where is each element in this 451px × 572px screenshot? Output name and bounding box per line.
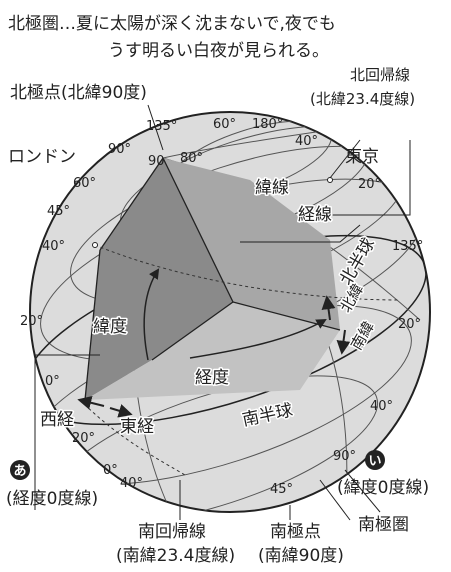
south-pole-label: 南極点 xyxy=(270,522,321,542)
prime-meridian-label: (経度0度線) xyxy=(6,489,98,509)
deg-40-right-2: 40° xyxy=(370,399,393,414)
deg-80: 80° xyxy=(180,151,203,166)
deg-90-left: 90° xyxy=(108,142,131,157)
antarctic-circle-label: 南極圏 xyxy=(358,515,409,535)
tropic-cancer-label: 北回帰線 xyxy=(350,66,410,84)
section-equator-face xyxy=(85,302,340,400)
marker-a: あ xyxy=(13,464,26,479)
marker-a-badge xyxy=(10,460,30,480)
west-long-label: 西経 xyxy=(40,410,74,430)
east-arrow xyxy=(109,404,133,418)
header-line-2: うす明るい白夜が見られる。 xyxy=(108,41,329,61)
deg-180: 180° xyxy=(252,117,283,132)
west-arrow xyxy=(77,395,105,410)
tokyo-dot xyxy=(327,177,333,183)
deg-60-top: 60° xyxy=(213,117,236,132)
deg-135-right: 135° xyxy=(392,239,423,254)
tokyo-label: 東京 xyxy=(345,147,379,167)
latitude-line-label: 緯線 xyxy=(255,178,289,198)
deg-45-bottom: 45° xyxy=(270,482,293,497)
deg-20-right-2: 20° xyxy=(398,317,421,332)
tropic-cancer-sub: (北緯23.4度線) xyxy=(310,90,415,108)
longitude-angle-arrow xyxy=(189,318,327,359)
south-pole-sub: (南緯90度) xyxy=(258,546,344,566)
deg-90-pole: 90 xyxy=(148,154,165,169)
tropic-capricorn-label: 南回帰線 xyxy=(138,522,206,542)
deg-45-left: 45° xyxy=(47,204,70,219)
tropic-capricorn-sub: (南緯23.4度線) xyxy=(116,546,235,566)
deg-20-right: 20° xyxy=(358,177,381,192)
deg-40-left: 40° xyxy=(42,239,65,254)
latitude-angle-arrow xyxy=(143,268,160,361)
deg-60-left: 60° xyxy=(73,176,96,191)
marker-i-badge xyxy=(365,450,385,470)
deg-20-left: 20° xyxy=(20,314,43,329)
london-dot xyxy=(92,242,98,248)
deg-90-bottom: 90° xyxy=(333,449,356,464)
latitude-label: 緯度 xyxy=(93,317,127,337)
london-label: ロンドン xyxy=(8,147,76,167)
equator-label: (緯度0度線) xyxy=(337,478,429,498)
deg-135-top: 135° xyxy=(146,119,177,134)
deg-40-right: 40° xyxy=(295,134,318,149)
north-arrow xyxy=(321,295,336,321)
deg-0-left: 0° xyxy=(45,374,60,389)
deg-20-bottom: 20° xyxy=(72,431,95,446)
meridian-180 xyxy=(162,129,331,159)
north-pole-label: 北極点(北緯90度) xyxy=(10,83,147,103)
marker-i: い xyxy=(368,454,381,469)
deg-0-bottom: 0° xyxy=(103,463,118,478)
east-long-label: 東経 xyxy=(120,417,154,437)
longitude-line-label: 経線 xyxy=(298,205,332,225)
section-longitude-face xyxy=(163,158,340,330)
longitude-label: 経度 xyxy=(195,368,229,388)
south-arrow xyxy=(336,329,351,355)
header-line-1: 北極圏…夏に太陽が深く沈まないで,夜でも xyxy=(8,14,336,34)
deg-40-bottom: 40° xyxy=(120,476,143,491)
